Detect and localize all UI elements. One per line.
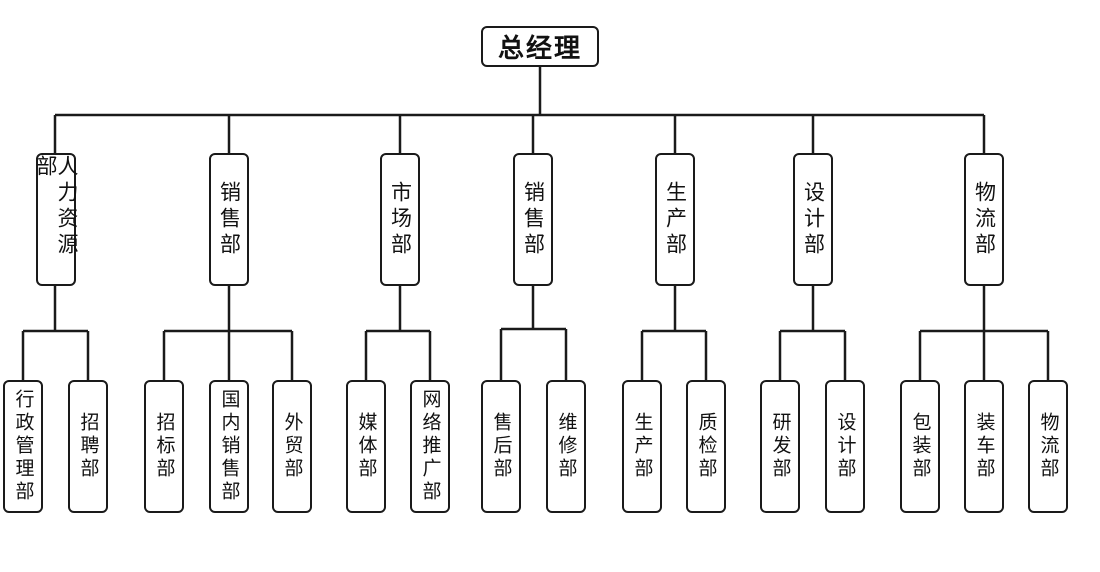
- subdept-label: 生产部: [631, 412, 654, 481]
- dept-box-production: 生产部: [655, 153, 695, 286]
- subdept-box: 装车部: [964, 380, 1004, 513]
- dept-label: 生产部: [663, 180, 688, 259]
- subdept-label: 质检部: [695, 412, 718, 481]
- general-manager-label: 总经理: [497, 34, 582, 64]
- subdept-label: 设计部: [834, 412, 857, 481]
- subdept-box: 外贸部: [272, 380, 312, 513]
- dept-box-sales: 销售部: [209, 153, 249, 286]
- subdept-box: 售后部: [481, 380, 521, 513]
- subdept-box: 包装部: [900, 380, 940, 513]
- subdept-box: 研发部: [760, 380, 800, 513]
- subdept-label: 装车部: [973, 412, 996, 481]
- subdept-box: 网络推广部: [410, 380, 450, 513]
- subdept-box: 生产部: [622, 380, 662, 513]
- dept-box-hr: 人力资源部: [34, 153, 79, 286]
- subdept-box: 国内销售部: [209, 380, 249, 513]
- subdept-box: 维修部: [546, 380, 586, 513]
- dept-label: 市场部: [388, 180, 413, 259]
- dept-label: 销售部: [217, 180, 242, 259]
- subdept-box: 设计部: [825, 380, 865, 513]
- subdept-label: 研发部: [769, 412, 792, 481]
- subdept-label: 招标部: [153, 412, 176, 481]
- dept-label: 物流部: [972, 180, 997, 259]
- subdept-label: 售后部: [490, 412, 513, 481]
- subdept-box: 物流部: [1028, 380, 1068, 513]
- subdept-label: 维修部: [555, 412, 578, 481]
- subdept-label: 国内销售部: [218, 389, 241, 504]
- subdept-label: 外贸部: [281, 412, 304, 481]
- subdept-box: 质检部: [686, 380, 726, 513]
- subdept-label: 行政管理部: [12, 389, 35, 504]
- subdept-box: 行政管理部: [3, 380, 43, 513]
- dept-box-logistics: 物流部: [964, 153, 1004, 286]
- dept-label: 人力资源部: [34, 155, 79, 259]
- subdept-label: 物流部: [1037, 412, 1060, 481]
- general-manager-box: 总经理: [481, 26, 599, 67]
- subdept-label: 媒体部: [355, 412, 378, 481]
- dept-box-sales-2: 销售部: [513, 153, 553, 286]
- subdept-box: 招标部: [144, 380, 184, 513]
- subdept-box: 招聘部: [68, 380, 108, 513]
- dept-label: 设计部: [801, 180, 826, 259]
- dept-box-marketing: 市场部: [380, 153, 420, 286]
- dept-label: 销售部: [521, 180, 546, 259]
- subdept-box: 媒体部: [346, 380, 386, 513]
- dept-box-design: 设计部: [793, 153, 833, 286]
- subdept-label: 包装部: [909, 412, 932, 481]
- subdept-label: 网络推广部: [419, 389, 442, 504]
- subdept-label: 招聘部: [77, 412, 100, 481]
